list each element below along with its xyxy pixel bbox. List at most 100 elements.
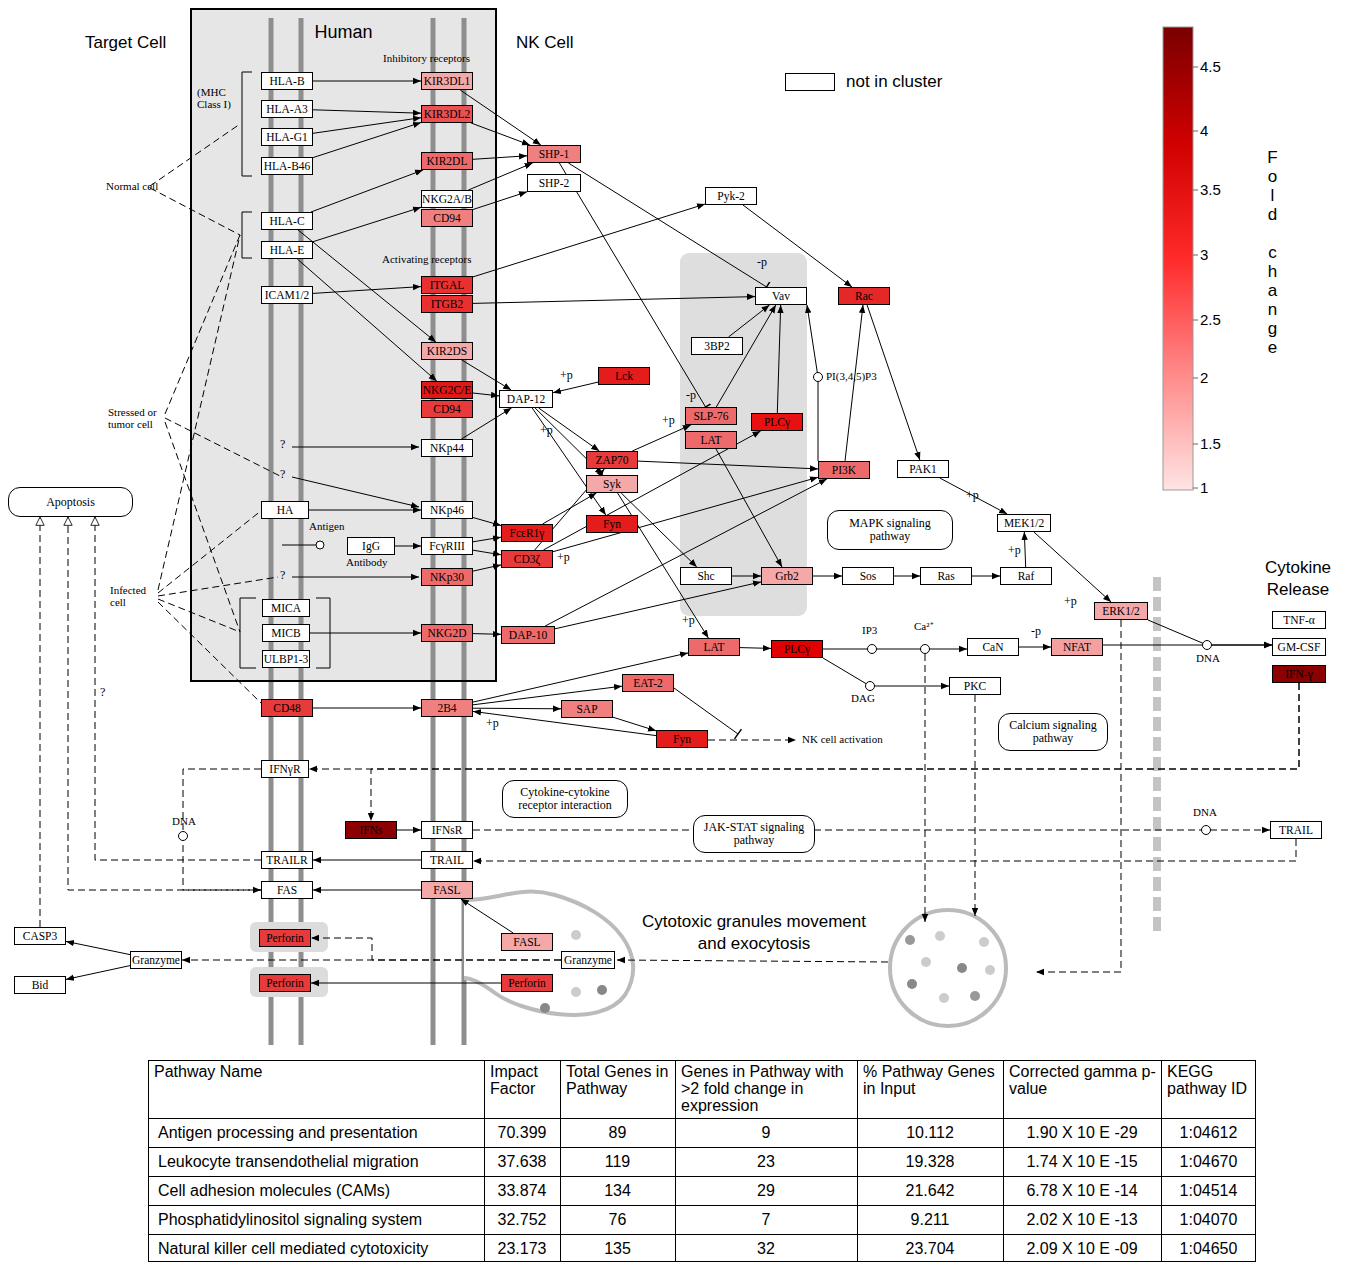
layout-arrows: [282, 447, 738, 734]
gene-box: NKp44: [421, 439, 473, 457]
scale-value: 2: [1200, 369, 1208, 386]
table-header: Corrected gamma p-value: [1009, 1063, 1157, 1097]
table-cell: 37.638: [484, 1153, 560, 1170]
leader-line: [150, 188, 240, 235]
metabolite-circle: [921, 645, 930, 654]
gene-box: SAP: [561, 700, 613, 718]
connector: [311, 170, 423, 212]
connector: [298, 230, 436, 342]
node-text: PKC: [964, 680, 986, 693]
label: +p: [486, 717, 499, 731]
node-text: DAP-12: [507, 393, 545, 406]
gene-box: CD94: [421, 400, 473, 418]
connector: [716, 305, 776, 407]
gene-box: GM-CSF: [1272, 638, 1326, 656]
label: +p: [682, 614, 695, 628]
gene-box: Raf: [1000, 567, 1052, 585]
perforin-pore: [250, 967, 328, 997]
connector: [297, 259, 436, 381]
cytotoxic-granule: [890, 910, 1006, 1026]
label: ?: [280, 569, 285, 583]
node-text: Bid: [32, 979, 49, 992]
label: +p: [560, 369, 573, 383]
label: DNA: [1193, 806, 1217, 818]
connector: [545, 479, 827, 626]
connector: [313, 708, 421, 709]
leader-line: [158, 577, 278, 596]
ligand-arrow: [292, 477, 419, 507]
table-header: KEGG pathway ID: [1167, 1063, 1252, 1097]
node-text: PI3K: [832, 464, 856, 477]
node-text: NKp46: [430, 504, 464, 517]
node-text: MICB: [271, 627, 300, 640]
gene-box: Perforin: [259, 929, 311, 947]
connector: [555, 582, 761, 629]
metabolite-circle: [866, 682, 875, 691]
node-text: ICAM1/2: [265, 289, 310, 302]
gene-box: SLP-76: [685, 407, 737, 425]
label: +p: [557, 551, 570, 565]
inhibition-line: [674, 688, 738, 734]
gene-box: MICB: [262, 624, 310, 642]
table-cell: 33.874: [484, 1182, 560, 1199]
gene-box: Pyk-2: [705, 187, 757, 205]
node-text: LAT: [700, 434, 721, 447]
bracket: [242, 212, 252, 258]
gene-box: TRAIL: [421, 851, 473, 869]
table-cell: Antigen processing and presentation: [158, 1124, 418, 1141]
exocytosis-arrow: [617, 960, 888, 962]
connector: [309, 510, 421, 511]
gene-box: FAS: [261, 881, 313, 899]
label: ?: [100, 686, 105, 700]
connector: [539, 408, 600, 451]
gene-box: HLA-B: [261, 72, 313, 90]
gene-box: NKG2A/B: [421, 190, 473, 208]
connector: [313, 110, 421, 113]
leader-line: [158, 602, 262, 704]
gene-box: PI3K: [818, 461, 870, 479]
granule-dot: [970, 991, 980, 1001]
node-text: HLA-E: [270, 244, 305, 257]
gene-box: Shc: [680, 567, 732, 585]
connector: [813, 576, 842, 577]
gene-box: LAT: [688, 638, 740, 656]
gene-box: CaN: [967, 638, 1019, 656]
node-text: MICA: [271, 602, 301, 615]
gene-box: TNF-α: [1272, 611, 1326, 629]
ligand-arrow: [292, 447, 419, 448]
table-cell: 23.704: [857, 1240, 1003, 1257]
gene-box: KIR2DL: [421, 152, 473, 170]
metabolite-circle: [814, 373, 823, 382]
node-text: CD94: [433, 403, 460, 416]
gene-box: HLA-G1: [261, 128, 313, 146]
gene-box: Lck: [598, 367, 650, 385]
table-cell: 32.752: [484, 1211, 560, 1228]
table-cell: 1.90 X 10 E -29: [1003, 1124, 1161, 1141]
gene-box: NFAT: [1051, 638, 1103, 656]
node-text: EAT-2: [633, 677, 663, 690]
node-text: NFAT: [1063, 641, 1091, 654]
table-cell: 9: [675, 1124, 857, 1141]
granule-dot: [907, 979, 917, 989]
node-text: CD48: [273, 702, 300, 715]
label: +p: [662, 414, 675, 428]
label: NK cell activation: [802, 733, 883, 745]
gene-box: Rac: [838, 287, 890, 305]
label: Normal cell: [106, 180, 158, 192]
table-cell: Cell adhesion molecules (CAMs): [158, 1182, 390, 1199]
label: PI(3,4,5)P3: [826, 370, 877, 382]
node-text: SLP-76: [693, 410, 728, 423]
connector: [613, 717, 656, 731]
gene-box: IFNγR: [261, 760, 309, 778]
node-text: SHP-2: [539, 177, 570, 190]
table-cell: Natural killer cell mediated cytotoxicit…: [158, 1240, 428, 1257]
table-cell: 9.211: [857, 1211, 1003, 1228]
gene-box: NKp46: [421, 501, 473, 519]
label: NK Cell: [516, 33, 574, 53]
bracket: [240, 598, 256, 668]
node-text: ULBP1-3: [264, 653, 309, 666]
gene-box: KIR3DL2: [421, 105, 473, 123]
label: Stressed or tumor cell: [108, 406, 176, 430]
node-text: KIR2DL: [427, 155, 468, 168]
connector: [473, 297, 755, 304]
